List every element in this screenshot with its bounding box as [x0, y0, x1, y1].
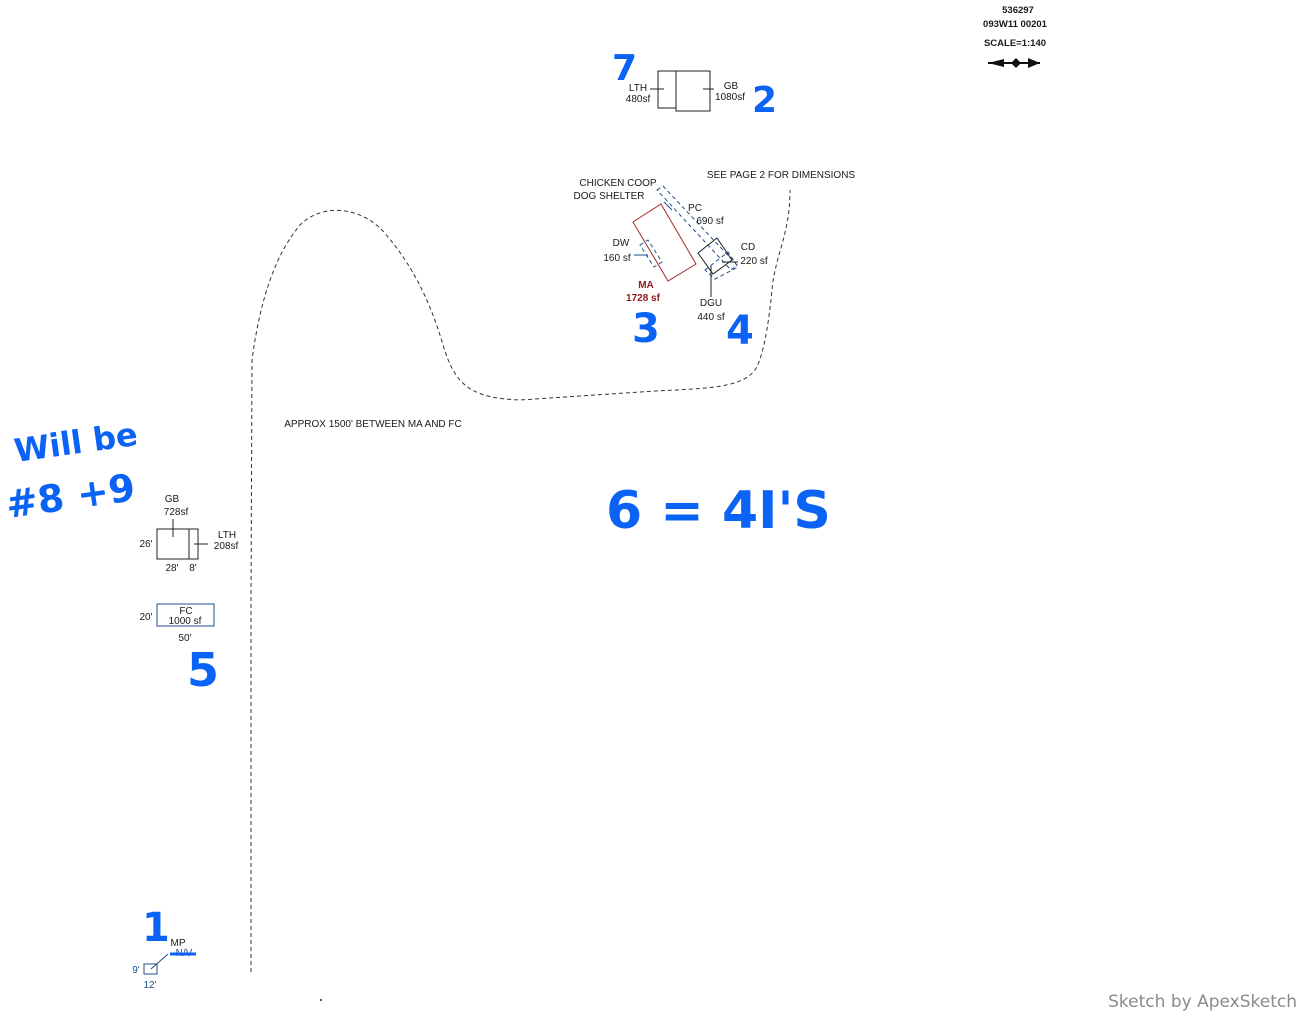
fc-code: FC	[179, 606, 192, 617]
top-lth-area: 480sf	[626, 94, 651, 105]
pc-area: 690 sf	[696, 216, 723, 227]
handwritten-3: 3	[632, 306, 660, 352]
cd-code: CD	[741, 242, 755, 253]
top-lth-code: LTH	[629, 83, 647, 94]
dw-code: DW	[613, 238, 630, 249]
parcel-number: 536297	[1002, 5, 1034, 16]
handwritten-1: 1	[142, 905, 170, 951]
cd-area: 220 sf	[740, 256, 767, 267]
dgu-area: 440 sf	[697, 312, 724, 323]
mp-outline	[143, 963, 158, 975]
ma-area: 1728 sf	[626, 293, 661, 304]
fc-area: 1000 sf	[169, 616, 202, 627]
chicken-coop-label: CHICKEN COOP	[579, 178, 657, 189]
handwritten-7: 7	[612, 48, 637, 89]
mp-code: MP	[171, 938, 186, 949]
top-gb-area: 1080sf	[715, 92, 745, 103]
cd-outline	[697, 237, 733, 275]
left-gb-code: GB	[165, 494, 180, 505]
fc-outline	[156, 603, 215, 627]
mp-dim-height: 9'	[132, 965, 140, 976]
handwritten-will-be: Will be	[12, 415, 140, 470]
handwritten-4: 4	[726, 308, 754, 354]
handwritten-six-equals: 6 = 4I'S	[606, 481, 831, 541]
boundary-path	[250, 189, 791, 972]
scale-label: SCALE=1:140	[984, 38, 1046, 49]
left-gb-dim-width2: 8'	[189, 563, 197, 574]
dgu-code: DGU	[700, 298, 722, 309]
handwritten-2: 2	[752, 80, 777, 121]
sketch-credit: Sketch by ApexSketch	[1108, 992, 1297, 1012]
pc-outline	[656, 185, 738, 271]
top-gb-code: GB	[724, 81, 739, 92]
ma-outline	[632, 203, 697, 282]
left-gb-dim-width: 28'	[165, 563, 178, 574]
fc-dim-width: 50'	[178, 633, 191, 644]
left-gb-dim-height: 26'	[139, 539, 152, 550]
handwritten-8-and-9: #8 +9	[3, 465, 138, 527]
dw-outline	[639, 239, 663, 268]
approx-distance-note: APPROX 1500' BETWEEN MA AND FC	[284, 419, 462, 430]
dgu-outline	[704, 251, 739, 280]
top-gb-outline	[675, 70, 711, 112]
dog-shelter-label: DOG SHELTER	[574, 191, 645, 202]
mp-dim-width: 12'	[143, 980, 156, 991]
north-arrow-icon	[988, 58, 1040, 68]
map-number: 093W11 00201	[983, 19, 1048, 30]
left-lth-code: LTH	[218, 530, 236, 541]
fc-dim-height: 20'	[139, 612, 152, 623]
pc-code: PC	[688, 203, 702, 214]
ma-code: MA	[638, 280, 654, 291]
left-gb-area: 728sf	[164, 507, 189, 518]
handwritten-5: 5	[187, 643, 219, 697]
see-page-note: SEE PAGE 2 FOR DIMENSIONS	[707, 170, 856, 181]
dw-area: 160 sf	[603, 253, 630, 264]
left-lth-area: 208sf	[214, 541, 239, 552]
